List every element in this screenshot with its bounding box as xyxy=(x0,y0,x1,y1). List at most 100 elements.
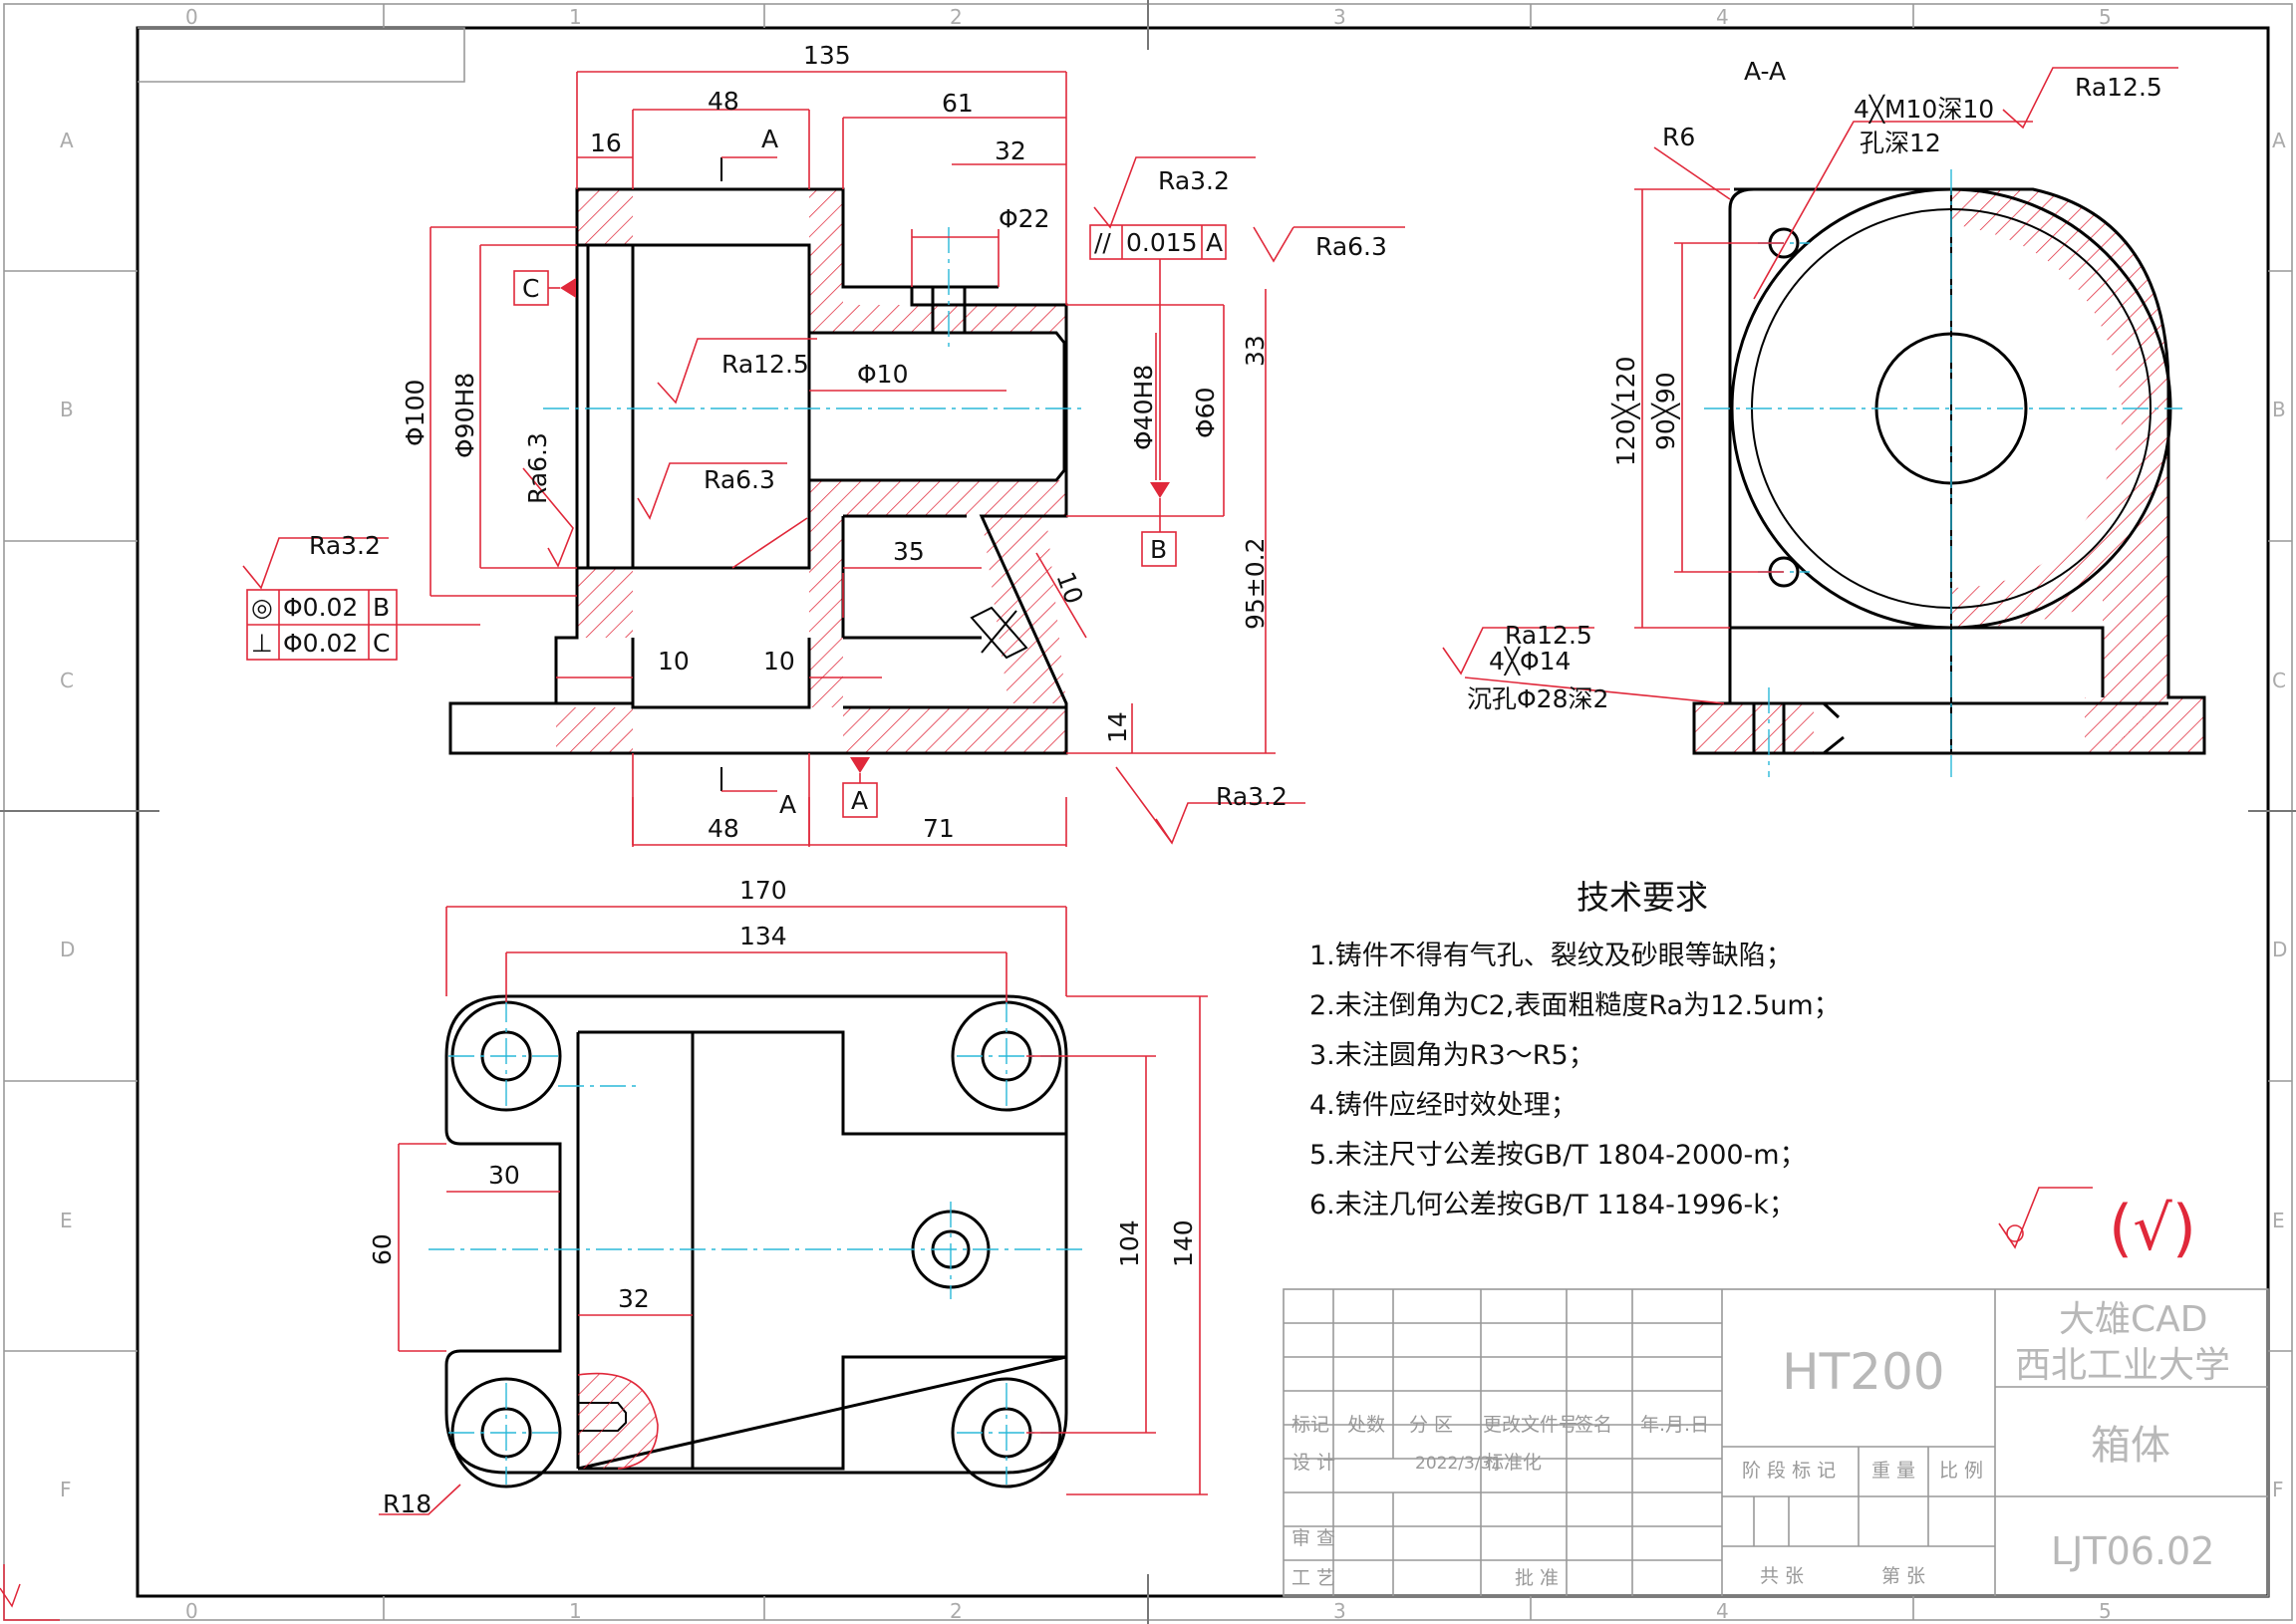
tb-company-1: 大雄CAD xyxy=(2059,1299,2208,1340)
row-label-C: C xyxy=(60,669,74,692)
dim-10-left: 10 xyxy=(658,647,690,676)
dim-134: 134 xyxy=(739,922,787,950)
tb-process-label: 工 艺 xyxy=(1292,1567,1335,1589)
col-label-bottom-5: 5 xyxy=(2099,1599,2112,1623)
dim-phi22: Φ22 xyxy=(999,204,1050,233)
tol-parallel-value: 0.015 xyxy=(1126,228,1198,257)
col-label-0: 0 xyxy=(185,5,198,29)
tb-design-label: 设 计 xyxy=(1292,1452,1335,1474)
tol-coax-value: Φ0.02 xyxy=(283,593,358,622)
tb-scale-label: 比 例 xyxy=(1939,1460,1983,1482)
tb-review-label: 审 查 xyxy=(1292,1527,1335,1549)
dim-135: 135 xyxy=(803,41,851,70)
tb-approve-label: 批 准 xyxy=(1515,1567,1559,1589)
dim-16: 16 xyxy=(590,129,622,157)
col-label-2: 2 xyxy=(950,5,963,29)
dim-35: 35 xyxy=(893,537,925,566)
general-roughness-symbol: (√) xyxy=(2109,1192,2196,1264)
requirement-1: 1.铸件不得有气孔、裂纹及砂眼等缺陷； xyxy=(1309,941,1793,971)
row-label-E: E xyxy=(60,1209,73,1232)
dim-33: 33 xyxy=(1241,335,1270,367)
requirement-2: 2.未注倒角为C2,表面粗糙度Ra为12.5um； xyxy=(1309,990,1841,1021)
dim-71: 71 xyxy=(923,814,955,843)
col-label-4: 4 xyxy=(1716,5,1729,29)
counterbore-note: 沉孔Φ28深2 xyxy=(1467,684,1608,713)
col-label-bottom-2: 2 xyxy=(950,1599,963,1623)
tol-perp-datum: C xyxy=(373,629,390,658)
dim-140: 140 xyxy=(1169,1219,1198,1267)
tol-perp-symbol: ⊥ xyxy=(251,629,273,658)
row-label-D: D xyxy=(60,938,75,961)
ra-3.2-bottom: Ra3.2 xyxy=(1216,782,1288,811)
front-view: 135 48 61 16 32 Φ22 Φ10 Φ100 Φ90H8 Φ40H8… xyxy=(242,41,1405,847)
tb-company-2: 西北工业大学 xyxy=(2015,1345,2230,1386)
row-label-right-C: C xyxy=(2272,669,2286,692)
radius-r6: R6 xyxy=(1662,123,1695,151)
dim-30: 30 xyxy=(488,1161,520,1190)
tb-total-sheets: 共 张 xyxy=(1760,1565,1804,1587)
dim-phi10: Φ10 xyxy=(857,360,909,389)
requirement-4: 4.铸件应经时效处理； xyxy=(1309,1090,1578,1121)
section-mark-top: A xyxy=(761,125,778,153)
requirement-3: 3.未注圆角为R3～R5； xyxy=(1309,1040,1595,1071)
row-label-right-F: F xyxy=(2272,1478,2284,1501)
tb-drawing-number: LJT06.02 xyxy=(2051,1529,2214,1573)
ra-12.5-bore: Ra12.5 xyxy=(721,350,809,379)
section-mark-bottom: A xyxy=(779,790,796,819)
row-label-right-D: D xyxy=(2272,938,2287,961)
dim-phi100: Φ100 xyxy=(401,380,430,446)
dim-48-top: 48 xyxy=(708,87,739,116)
tb-header-doc: 更改文件号 xyxy=(1483,1414,1578,1436)
col-label-1: 1 xyxy=(569,5,582,29)
requirements-title: 技术要求 xyxy=(1577,878,1708,917)
holes-note: 4╳Φ14 xyxy=(1489,646,1571,676)
tb-sheet-number: 第 张 xyxy=(1881,1565,1925,1587)
dim-32: 32 xyxy=(618,1284,650,1313)
tb-header-sign: 签名 xyxy=(1575,1414,1612,1436)
requirement-5: 5.未注尺寸公差按GB/T 1804-2000-m； xyxy=(1309,1140,1807,1171)
row-label-right-A: A xyxy=(2272,129,2286,152)
radius-r18: R18 xyxy=(383,1489,431,1518)
section-label: A-A xyxy=(1744,57,1786,86)
col-label-3: 3 xyxy=(1333,5,1346,29)
dim-32-top: 32 xyxy=(995,136,1026,165)
col-label-bottom-3: 3 xyxy=(1333,1599,1346,1623)
ra-3.2-left: Ra3.2 xyxy=(309,531,381,560)
dim-60: 60 xyxy=(368,1233,397,1265)
ucs-icon xyxy=(0,1564,60,1621)
title-block: 标记 处数 分 区 更改文件号 签名 年.月.日 设 计 2022/3/31 标… xyxy=(1283,1288,2269,1597)
col-label-bottom-4: 4 xyxy=(1716,1599,1729,1623)
tol-parallel-symbol: // xyxy=(1094,228,1111,257)
dim-14: 14 xyxy=(1103,711,1132,743)
tb-header-mark: 标记 xyxy=(1292,1414,1329,1436)
row-label-B: B xyxy=(60,398,74,421)
tb-header-zone: 分 区 xyxy=(1409,1414,1453,1436)
tol-coax-symbol: ◎ xyxy=(251,593,273,622)
tb-part-name: 箱体 xyxy=(2091,1423,2170,1469)
row-label-A: A xyxy=(60,129,74,152)
datum-A-label: A xyxy=(851,786,868,815)
dim-95: 95±0.2 xyxy=(1241,537,1270,630)
dim-phi40h8: Φ40H8 xyxy=(1129,365,1158,450)
thread-note: 4╳M10深10 xyxy=(1854,94,1994,124)
tb-header-date: 年.月.日 xyxy=(1640,1414,1709,1436)
col-label-bottom-0: 0 xyxy=(185,1599,198,1623)
tb-material: HT200 xyxy=(1782,1343,1945,1401)
ra-12.5-side-top: Ra12.5 xyxy=(2075,73,2162,102)
tb-header-count: 处数 xyxy=(1347,1414,1385,1436)
datum-C-label: C xyxy=(522,274,539,303)
tb-design-date: 2022/3/31 xyxy=(1415,1454,1502,1474)
tb-standard-label: 标准化 xyxy=(1485,1452,1542,1474)
dim-phi90h8: Φ90H8 xyxy=(450,373,479,458)
dim-120x120: 120╳120 xyxy=(1610,357,1640,467)
col-label-5: 5 xyxy=(2099,5,2112,29)
row-label-right-E: E xyxy=(2272,1209,2285,1232)
ra-6.3-right: Ra6.3 xyxy=(1315,232,1387,261)
dim-phi60: Φ60 xyxy=(1191,388,1220,439)
dim-48-bottom: 48 xyxy=(708,814,739,843)
dim-104: 104 xyxy=(1115,1219,1144,1267)
ra-3.2-top: Ra3.2 xyxy=(1158,166,1230,195)
dim-61: 61 xyxy=(942,89,974,118)
